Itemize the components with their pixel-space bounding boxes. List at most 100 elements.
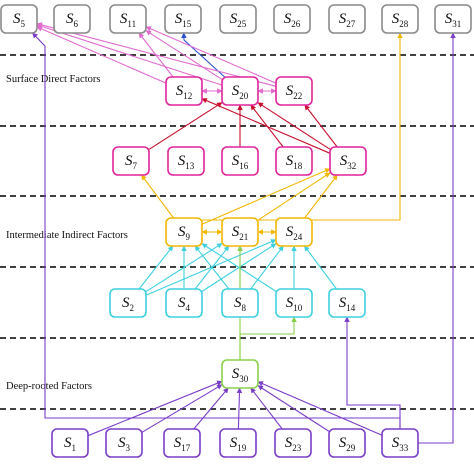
node-s26: S26 [273, 4, 311, 34]
node-box [221, 146, 259, 176]
node-box [109, 288, 147, 318]
node-label: S14 [339, 295, 356, 313]
node-s13: S13 [167, 146, 205, 176]
node-subscript: 3 [126, 443, 131, 453]
node-s25: S25 [219, 4, 257, 34]
node-box [165, 217, 203, 247]
node-s2: S2 [109, 288, 147, 318]
node-s24: S24 [275, 217, 313, 247]
node-box [274, 428, 312, 458]
edge-s33-to-s30 [257, 381, 383, 436]
edge-s20-to-s5 [36, 23, 223, 86]
node-subscript: 4 [186, 303, 191, 313]
node-s32: S32 [329, 146, 367, 176]
node-box [165, 288, 203, 318]
node-label: S16 [232, 153, 249, 171]
node-letter: S [339, 435, 347, 451]
node-box [275, 217, 313, 247]
node-label: S2 [122, 295, 134, 313]
node-subscript: 22 [293, 91, 302, 101]
edge-s12-to-s5 [36, 26, 167, 84]
node-s7: S7 [112, 146, 150, 176]
node-box [275, 288, 313, 318]
node-s27: S27 [328, 4, 366, 34]
node-letter: S [284, 11, 292, 27]
edge-s1-to-s30 [87, 380, 223, 437]
edge-s9-to-s28 [202, 32, 403, 221]
edge-s20-to-s11 [145, 30, 223, 80]
node-label: S11 [120, 11, 136, 29]
node-label: S10 [286, 295, 303, 313]
node-label: S8 [234, 295, 247, 313]
node-subscript: 9 [186, 232, 191, 242]
node-label: S30 [232, 366, 249, 384]
edge-s23-to-s30 [250, 387, 283, 430]
node-s22: S22 [275, 76, 313, 106]
node-box [328, 288, 366, 318]
node-box [275, 146, 313, 176]
node-letter: S [175, 11, 183, 27]
node-box [163, 428, 201, 458]
edges [32, 22, 456, 444]
node-box [109, 4, 147, 34]
node-subscript: 1 [72, 443, 77, 453]
edge-s3-to-s30 [141, 384, 223, 433]
node-subscript: 28 [399, 19, 409, 29]
node-subscript: 26 [291, 19, 301, 29]
node-subscript: 10 [293, 303, 303, 313]
node-subscript: 11 [127, 19, 136, 29]
node-subscript: 31 [452, 19, 461, 29]
node-label: S9 [178, 224, 191, 242]
node-letter: S [285, 435, 293, 451]
edge-s8-to-s9 [194, 245, 230, 290]
node-s1: S1 [51, 428, 89, 458]
node-box [275, 76, 313, 106]
node-letter: S [178, 295, 186, 311]
node-subscript: 25 [237, 19, 247, 29]
node-letter: S [174, 435, 182, 451]
node-s8: S8 [221, 288, 259, 318]
node-s33: S33 [381, 428, 419, 458]
edge-s9-to-s32 [201, 168, 331, 225]
node-letter: S [234, 295, 242, 311]
edge-s32-to-s12 [201, 98, 331, 154]
node-subscript: 16 [239, 161, 249, 171]
node-box [219, 4, 257, 34]
node-letter: S [178, 224, 186, 240]
node-letter: S [392, 435, 400, 451]
node-box [105, 428, 143, 458]
node-subscript: 5 [21, 19, 26, 29]
edge-s8-to-s24 [250, 245, 284, 290]
node-letter: S [122, 295, 130, 311]
node-s5: S5 [0, 4, 38, 34]
node-letter: S [176, 83, 184, 99]
node-label: S33 [392, 435, 409, 453]
edge-s17-to-s30 [193, 387, 229, 430]
layer-labels: Surface Direct Factors Intermediate Indi… [6, 74, 128, 392]
layer-label-intermediate: Intermediate Indirect Factors [6, 230, 128, 241]
node-subscript: 24 [293, 232, 303, 242]
edge-s32-to-s20 [257, 102, 331, 150]
node-s3: S3 [105, 428, 143, 458]
node-subscript: 13 [185, 161, 195, 171]
node-label: S3 [118, 435, 131, 453]
node-s29: S29 [328, 428, 366, 458]
node-s18: S18 [275, 146, 313, 176]
node-letter: S [286, 83, 294, 99]
node-s10: S10 [275, 288, 313, 318]
node-subscript: 12 [183, 91, 192, 101]
node-s14: S14 [328, 288, 366, 318]
edge-s30-to-s10 [239, 316, 297, 360]
layer-label-deep: Deep-rooted Factors [6, 381, 92, 392]
node-subscript: 33 [399, 443, 409, 453]
edge-s22-to-s11 [145, 26, 277, 84]
edge-s7-to-s20 [148, 102, 223, 150]
node-box [165, 76, 203, 106]
node-letter: S [64, 435, 72, 451]
node-s21: S21 [221, 217, 259, 247]
node-subscript: 27 [346, 19, 356, 29]
node-subscript: 8 [242, 303, 247, 313]
node-subscript: 20 [239, 91, 249, 101]
